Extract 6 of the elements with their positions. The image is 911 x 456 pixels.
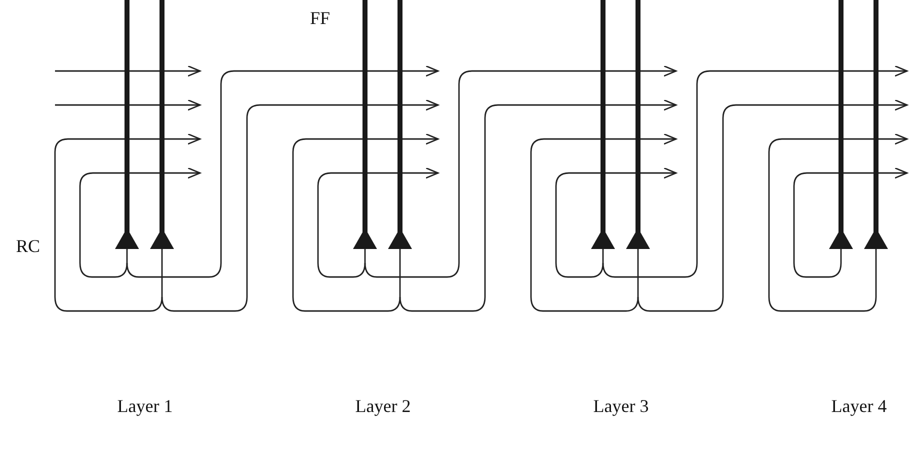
layer-label: Layer 2 <box>355 396 411 417</box>
connection-type-label: RC <box>16 236 40 257</box>
layer-label: Layer 4 <box>831 396 887 417</box>
connection-type-label: FF <box>310 8 330 29</box>
layer-label: Layer 3 <box>593 396 649 417</box>
layer-label: Layer 1 <box>117 396 173 417</box>
